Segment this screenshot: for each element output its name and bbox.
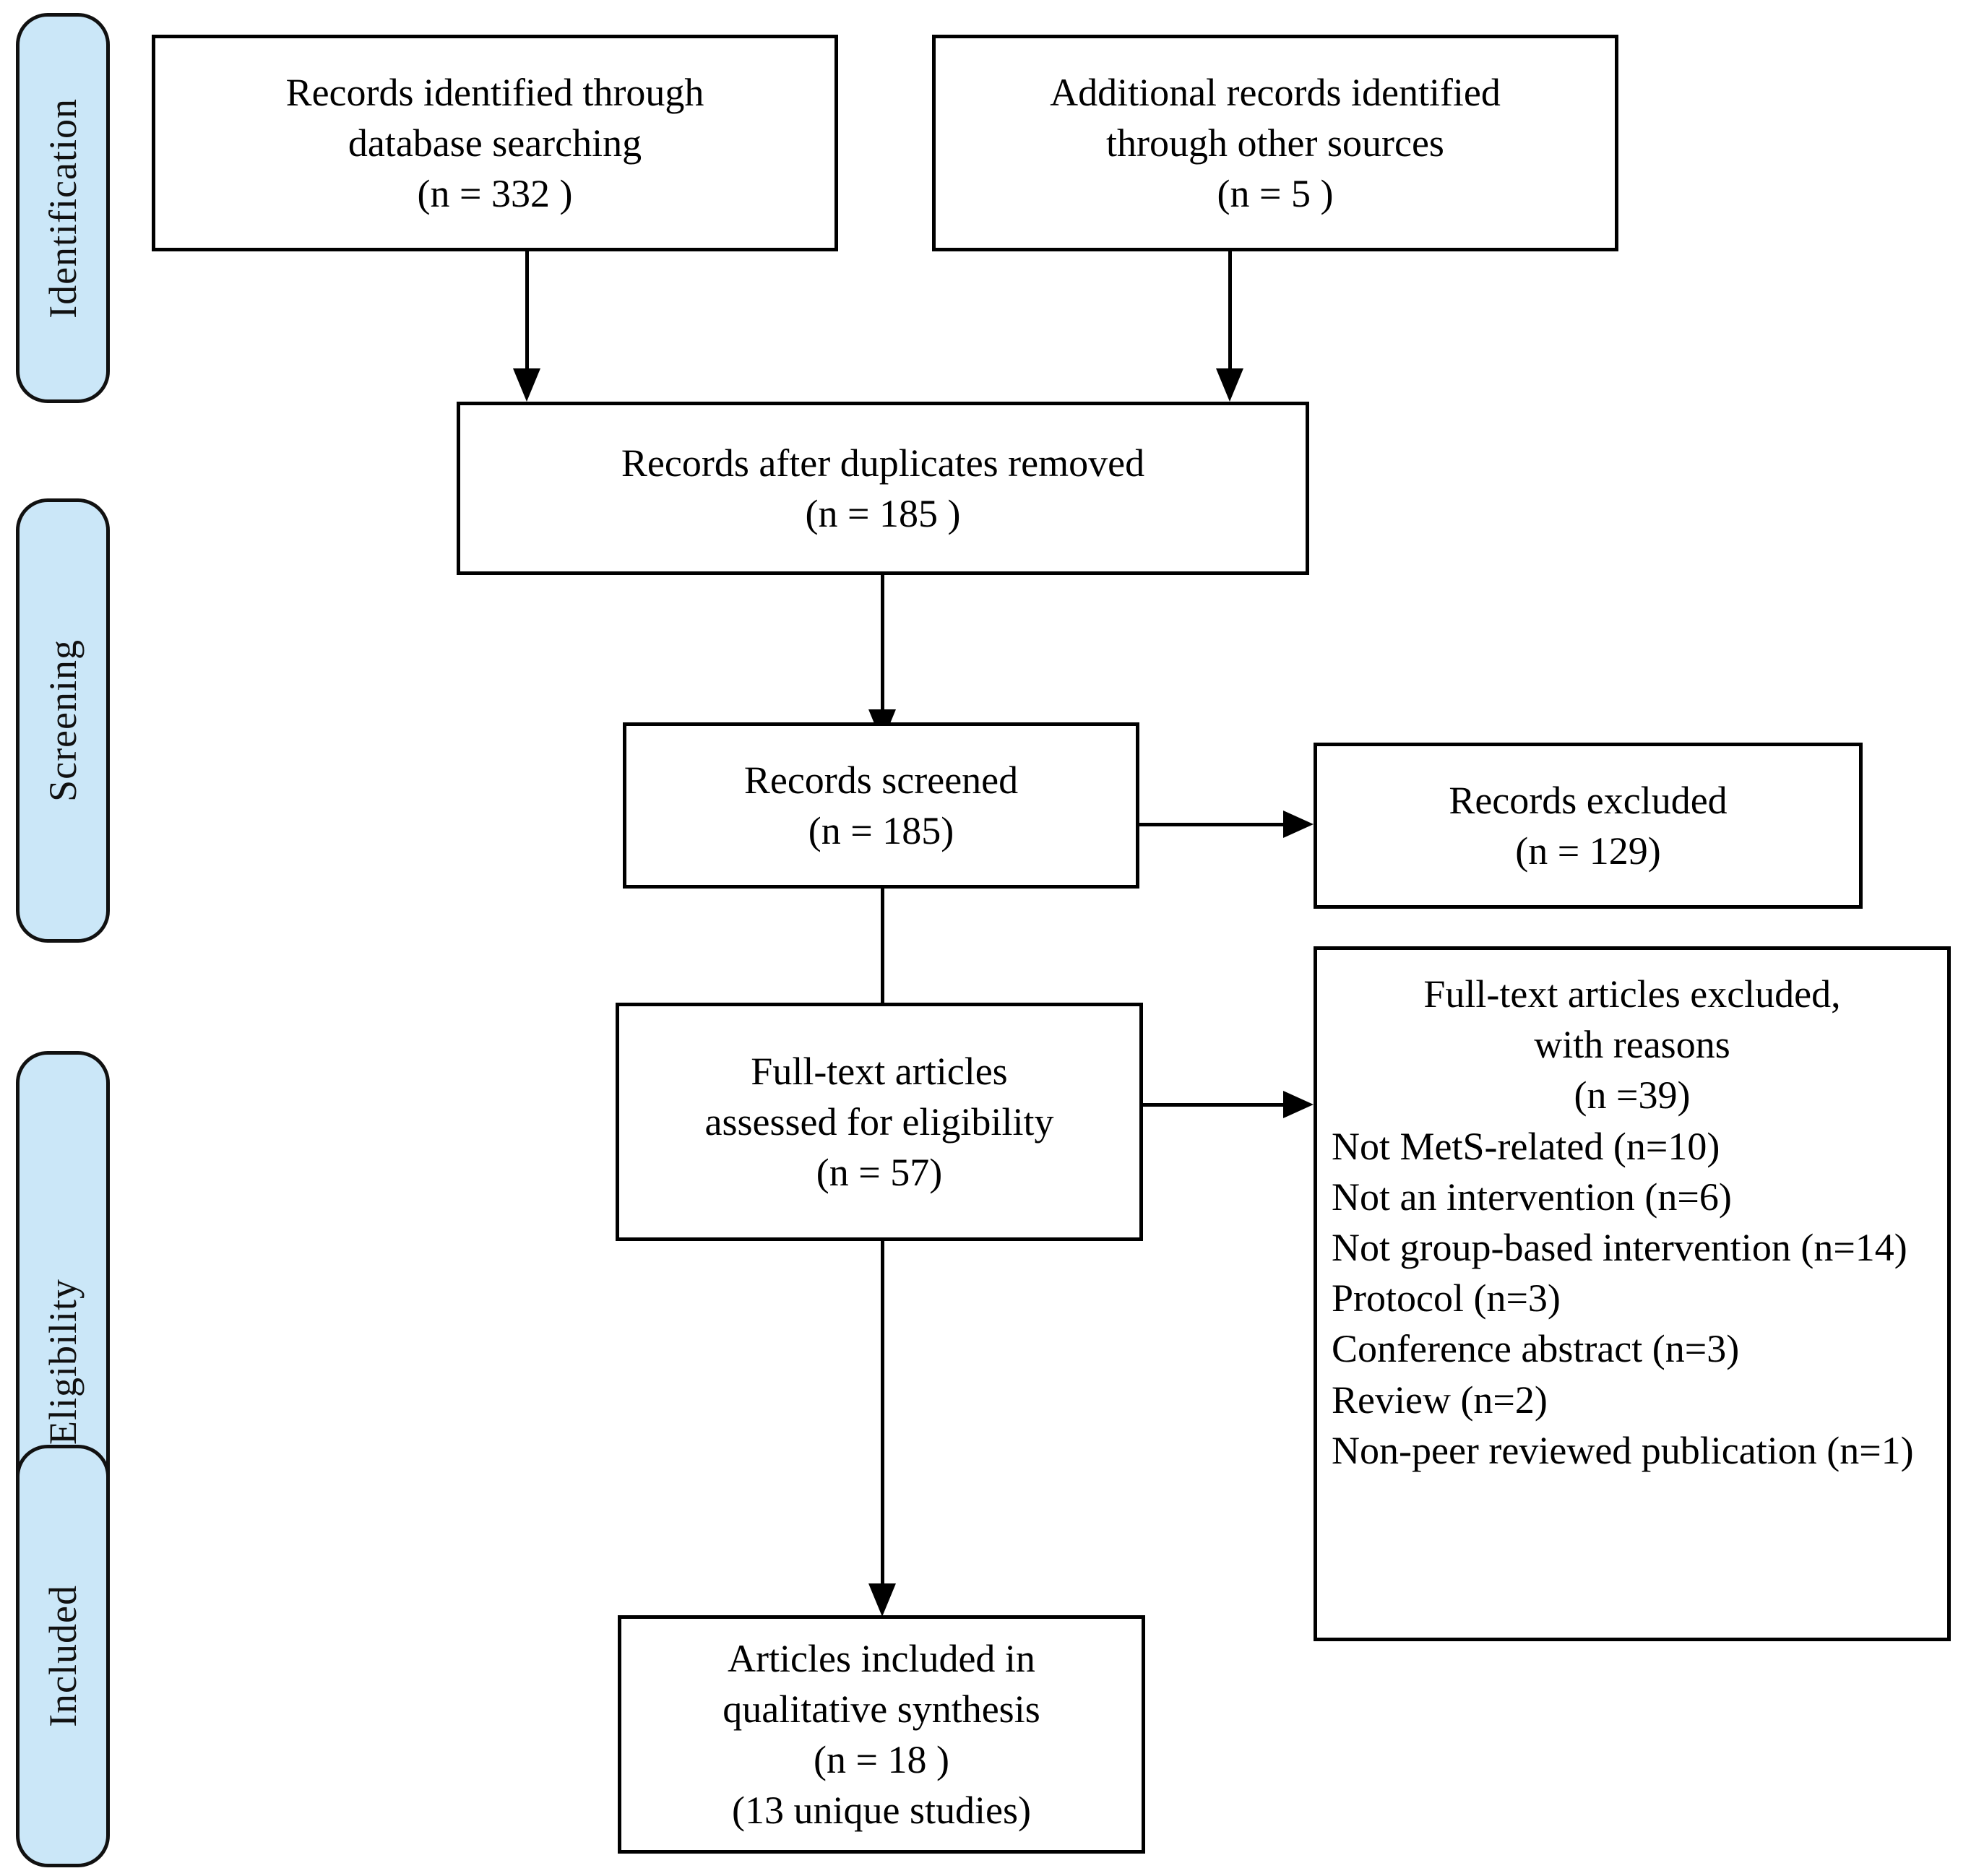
reason-item: Conference abstract (n=3): [1332, 1327, 1740, 1371]
connector-other-to-duplicates-arrowhead: [1216, 368, 1243, 402]
stage-label-eligibility: Eligibility: [41, 1278, 85, 1445]
box-fulltext-assessed-for-eligibility-text: Full-text articles assessed for eligibil…: [704, 1049, 1054, 1195]
connector-screened-to-fulltext-line: [881, 889, 884, 1030]
connector-fulltext-to-included-line: [881, 1241, 884, 1605]
connector-other-to-duplicates-line: [1228, 251, 1232, 387]
reason-item: Not group-based intervention (n=14): [1332, 1225, 1907, 1269]
connector-database-to-duplicates-arrowhead: [513, 368, 540, 402]
reason-item: Protocol (n=3): [1332, 1276, 1561, 1320]
box-fulltext-excluded-with-reasons: Full-text articles excluded, with reason…: [1314, 946, 1951, 1641]
reason-item: Review (n=2): [1332, 1378, 1548, 1422]
stage-pill-screening: Screening: [16, 498, 110, 943]
box-records-screened: Records screened (n = 185): [623, 722, 1139, 889]
connector-fulltext-to-excluded-arrowhead: [1283, 1091, 1314, 1118]
box-articles-included-qualitative-synthesis-text: Articles included in qualitative synthes…: [723, 1636, 1040, 1833]
box-records-identified-database-text: Records identified through database sear…: [285, 70, 704, 216]
box-records-identified-database: Records identified through database sear…: [152, 35, 838, 251]
box-fulltext-excluded-header: Full-text articles excluded, with reason…: [1423, 972, 1841, 1118]
box-records-excluded-text: Records excluded (n = 129): [1449, 778, 1728, 873]
stage-pill-identification: Identification: [16, 13, 110, 403]
stage-label-screening: Screening: [41, 639, 85, 802]
reason-item: Not an intervention (n=6): [1332, 1175, 1732, 1219]
box-fulltext-assessed-for-eligibility: Full-text articles assessed for eligibil…: [616, 1003, 1143, 1241]
connector-database-to-duplicates-line: [525, 251, 529, 387]
connector-duplicates-to-screened-line: [881, 575, 884, 728]
box-articles-included-qualitative-synthesis: Articles included in qualitative synthes…: [618, 1615, 1145, 1854]
reason-item: Not MetS-related (n=10): [1332, 1124, 1720, 1168]
box-records-after-duplicates-removed: Records after duplicates removed (n = 18…: [457, 402, 1309, 575]
stage-label-identification: Identification: [41, 98, 85, 319]
connector-screened-to-excluded-arrowhead: [1283, 811, 1314, 838]
box-additional-records-other-sources: Additional records identified through ot…: [932, 35, 1618, 251]
reason-item: Non-peer reviewed publication (n=1): [1332, 1428, 1914, 1472]
stage-pill-included: Included: [16, 1445, 110, 1867]
connector-screened-to-excluded-line: [1139, 823, 1288, 826]
connector-fulltext-to-excluded-line: [1143, 1103, 1288, 1107]
box-records-screened-text: Records screened (n = 185): [743, 758, 1019, 852]
box-additional-records-other-sources-text: Additional records identified through ot…: [1050, 70, 1501, 216]
box-records-excluded: Records excluded (n = 129): [1314, 743, 1863, 909]
box-records-after-duplicates-removed-text: Records after duplicates removed (n = 18…: [621, 441, 1145, 535]
box-fulltext-excluded-reasons-list: Not MetS-related (n=10) Not an intervent…: [1317, 1121, 1947, 1476]
connector-fulltext-to-included-arrowhead: [868, 1583, 896, 1617]
stage-label-included: Included: [41, 1585, 85, 1727]
